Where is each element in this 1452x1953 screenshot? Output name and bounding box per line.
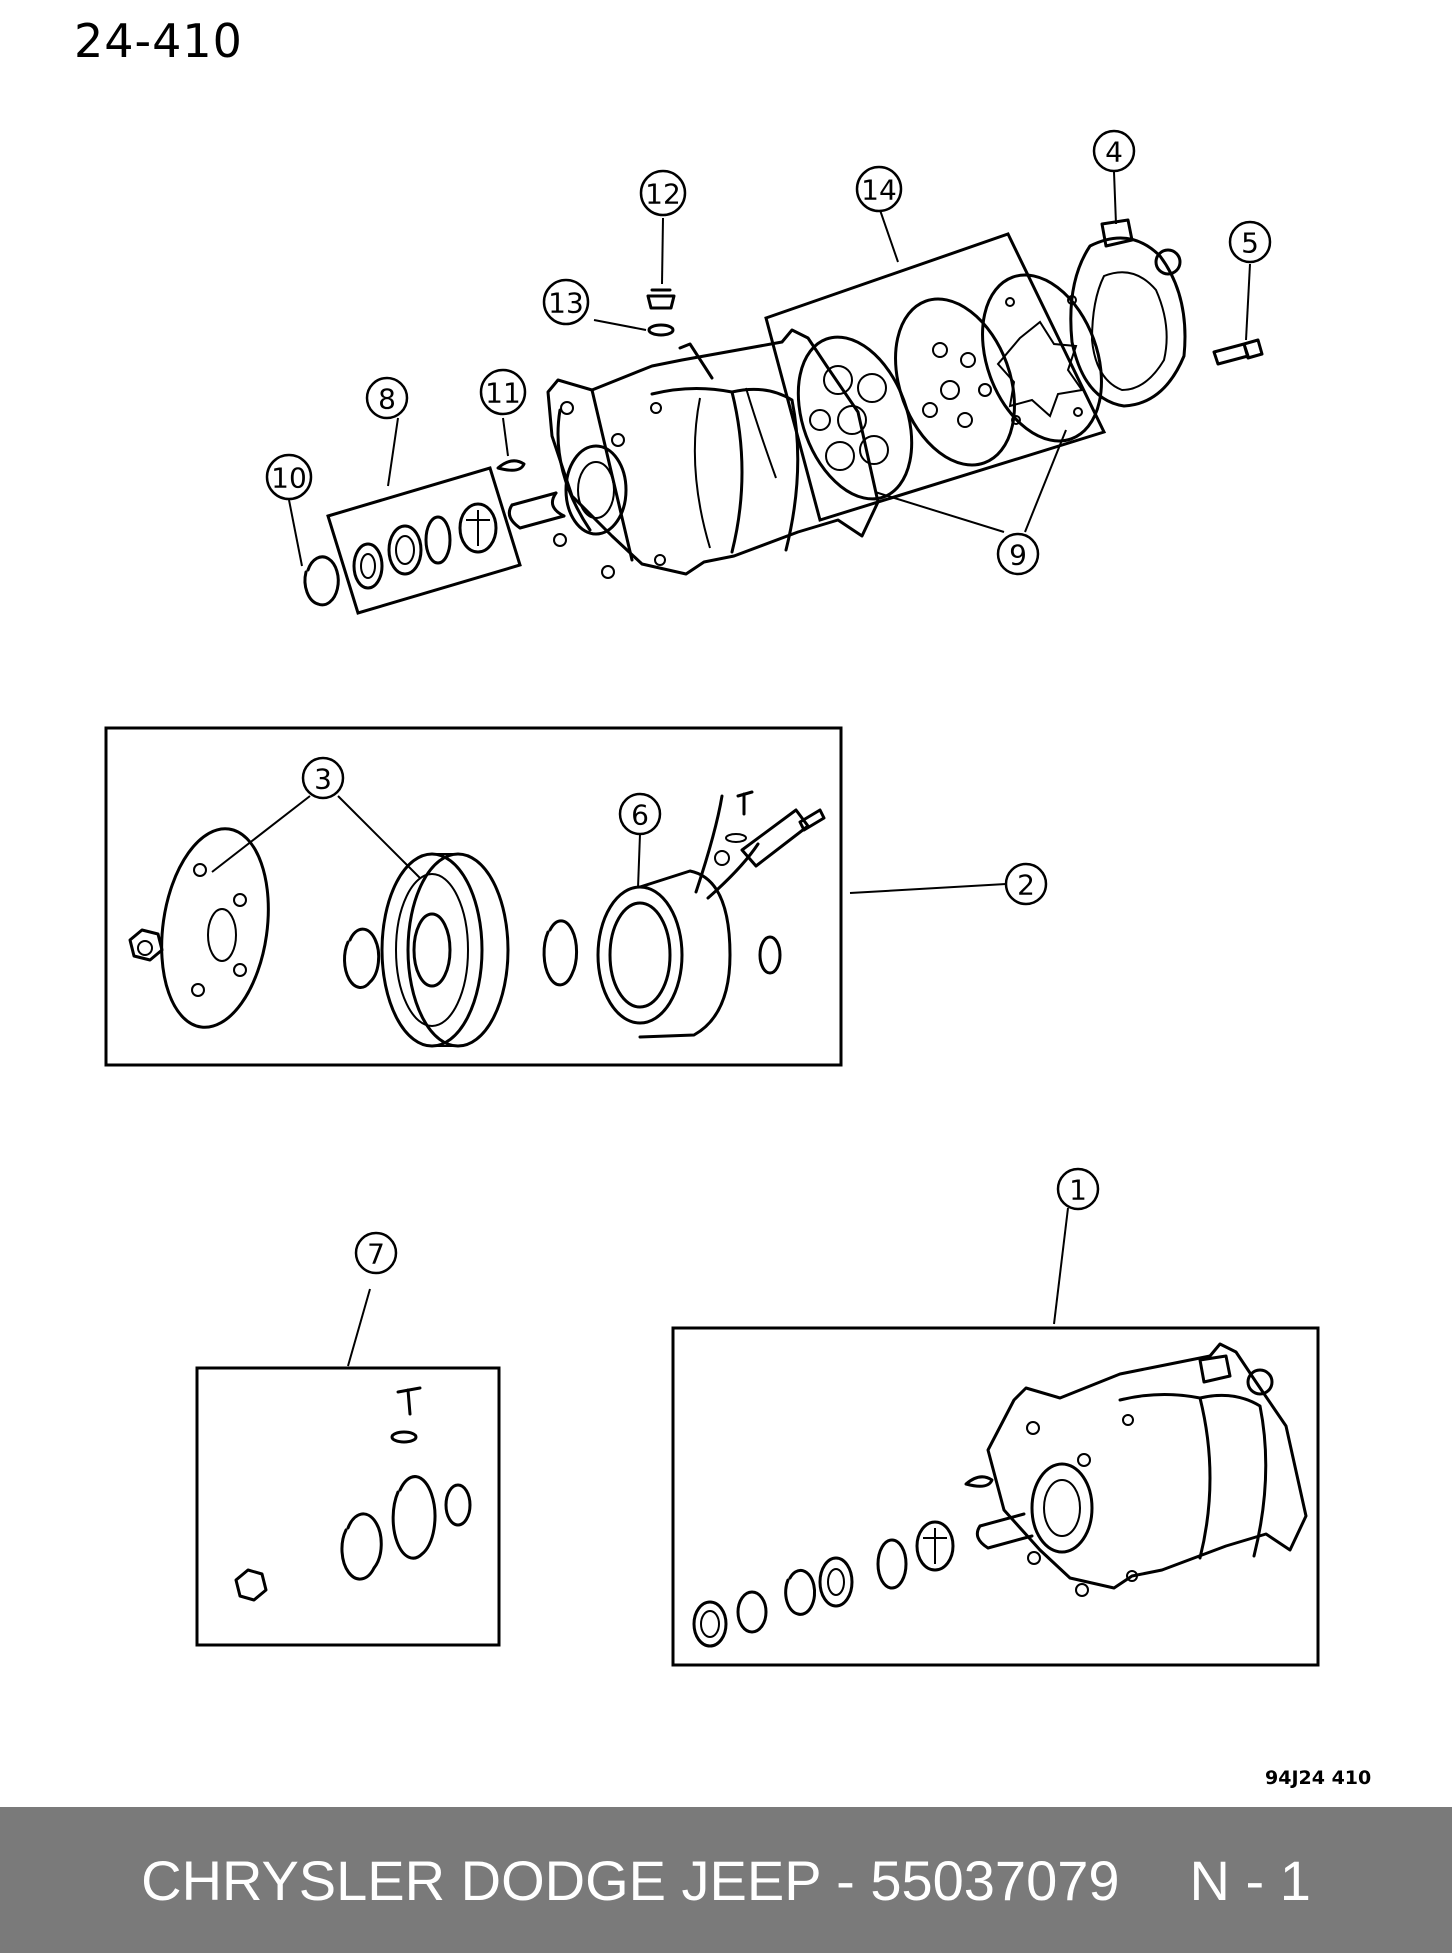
compressor-body xyxy=(986,1342,1308,1590)
callout-2: 2 xyxy=(1004,862,1048,906)
key-11 xyxy=(496,459,526,472)
screw xyxy=(736,790,754,816)
snap-ring-a xyxy=(340,1512,383,1581)
svg-text:10: 10 xyxy=(271,462,307,495)
snap-ring-b xyxy=(391,1475,437,1560)
svg-text:11: 11 xyxy=(485,377,521,410)
snap-ring xyxy=(343,927,381,989)
seal xyxy=(444,1483,472,1527)
compressor-exploded-view xyxy=(288,171,1264,615)
plug-12 xyxy=(646,288,676,310)
kit-7-view xyxy=(195,1288,501,1647)
svg-text:14: 14 xyxy=(861,174,897,207)
callout-12: 12 xyxy=(639,169,687,217)
valve-plate xyxy=(894,297,1016,467)
illustration-code: 94J24 410 xyxy=(1265,1767,1371,1789)
footer-code: N - 1 xyxy=(1189,1848,1311,1912)
gasket-2 xyxy=(981,273,1103,443)
parts-diagram: 1 2 3 4 5 6 7 8 9 10 11 12 13 14 94J24 4… xyxy=(104,129,1371,1789)
compressor-body xyxy=(546,328,880,576)
callout-10: 10 xyxy=(265,453,313,501)
svg-text:1: 1 xyxy=(1069,1174,1087,1207)
kit-8-box xyxy=(326,466,522,615)
svg-text:8: 8 xyxy=(378,383,396,416)
svg-text:12: 12 xyxy=(645,178,681,211)
footer-bar: CHRYSLER DODGE JEEP - 55037079 N - 1 xyxy=(0,1807,1452,1953)
rear-head-4 xyxy=(1069,236,1187,408)
svg-text:6: 6 xyxy=(631,799,649,832)
callout-14: 14 xyxy=(855,165,903,213)
callout-6: 6 xyxy=(618,792,662,836)
svg-text:4: 4 xyxy=(1105,136,1123,169)
callout-9: 9 xyxy=(996,532,1040,576)
nut xyxy=(234,1568,268,1602)
svg-text:13: 13 xyxy=(548,287,584,320)
clutch-plate xyxy=(160,827,270,1029)
callout-3: 3 xyxy=(301,756,345,800)
svg-text:7: 7 xyxy=(367,1238,385,1271)
bolt-5 xyxy=(1212,338,1264,366)
o-ring-13 xyxy=(647,323,675,337)
kit-1-view xyxy=(671,1207,1320,1667)
callout-11: 11 xyxy=(479,368,527,416)
screw xyxy=(396,1386,422,1416)
callout-5: 5 xyxy=(1228,220,1272,264)
callout-13: 13 xyxy=(542,278,590,326)
svg-text:2: 2 xyxy=(1017,869,1035,902)
kit-1-box xyxy=(671,1326,1320,1667)
callout-1: 1 xyxy=(1056,1167,1100,1211)
snap-ring-10 xyxy=(303,555,340,607)
footer-part-text: CHRYSLER DODGE JEEP - 55037079 xyxy=(141,1848,1120,1912)
kit-7-box xyxy=(195,1366,501,1647)
callout-7: 7 xyxy=(354,1231,398,1275)
callout-4: 4 xyxy=(1092,129,1136,173)
page-title: 24-410 xyxy=(74,14,243,68)
callout-8: 8 xyxy=(365,376,409,420)
kit-14-box xyxy=(764,232,1107,522)
svg-text:3: 3 xyxy=(314,763,332,796)
svg-text:5: 5 xyxy=(1241,227,1259,260)
clutch-assembly-view xyxy=(104,726,1007,1067)
snap-ring-2 xyxy=(542,919,579,987)
clutch-box xyxy=(104,726,843,1067)
svg-text:9: 9 xyxy=(1009,539,1027,572)
shim xyxy=(758,935,782,975)
